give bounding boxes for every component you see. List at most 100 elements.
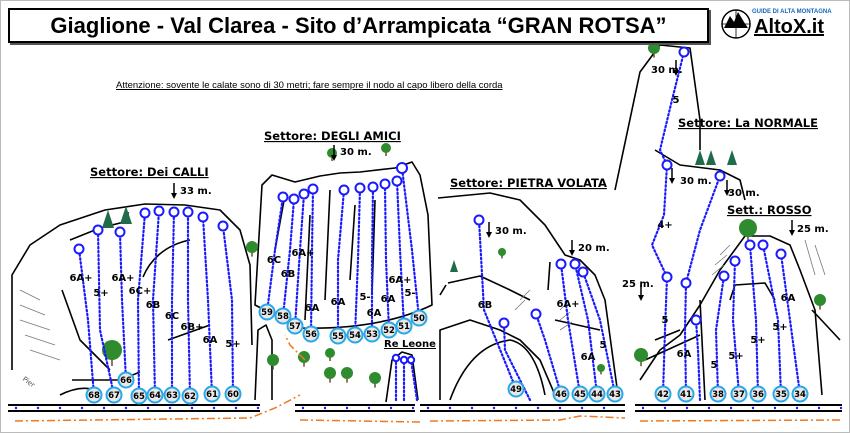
descent-length: 30 m. xyxy=(340,147,372,158)
anchor-icon xyxy=(569,258,581,270)
ground-dot xyxy=(817,406,821,410)
sector-title-la-normale: Settore: La NORMALE xyxy=(678,116,818,130)
ground-dot xyxy=(212,406,216,410)
route-number-badge[interactable]: 37 xyxy=(730,385,748,403)
route-number-badge[interactable]: 49 xyxy=(507,380,525,398)
route-line xyxy=(383,182,391,332)
route-number: 43 xyxy=(609,390,621,400)
route-grade: 5+ xyxy=(93,288,108,299)
route-line xyxy=(534,312,563,396)
route-grade: 5+ xyxy=(225,339,240,350)
route-number-badge[interactable]: 67 xyxy=(105,386,123,404)
route-number-badge[interactable]: 34 xyxy=(791,385,809,403)
route-grade: 5 xyxy=(600,340,607,351)
route-number-badge[interactable]: 50 xyxy=(410,309,428,327)
ground-dot xyxy=(323,406,327,410)
route-number: 63 xyxy=(166,391,178,401)
route-grade: 5+ xyxy=(772,322,787,333)
route-number-badge[interactable]: 45 xyxy=(571,385,589,403)
route-grade: 5+ xyxy=(728,351,743,362)
tree-icon xyxy=(648,42,660,54)
route-number-badge[interactable]: 55 xyxy=(329,327,347,345)
route-number: 42 xyxy=(657,390,669,400)
conifer-tree-icon xyxy=(706,150,716,165)
route-number-badge[interactable]: 61 xyxy=(203,385,221,403)
route-number: 67 xyxy=(108,391,120,401)
route-grade: 6A+ xyxy=(388,275,411,286)
rock-pietra-volata-arch xyxy=(439,261,601,401)
tree-icon xyxy=(369,372,381,384)
ground-dot xyxy=(602,406,606,410)
route-number-badge[interactable]: 66 xyxy=(117,371,135,389)
route-number: 61 xyxy=(206,390,218,400)
route-number-badge[interactable]: 68 xyxy=(85,386,103,404)
ground-dot xyxy=(663,406,667,410)
route-number-badge[interactable]: 64 xyxy=(146,386,164,404)
sector-title-pietra-volata: Settore: PIETRA VOLATA xyxy=(450,176,607,190)
route-number-badge[interactable]: 62 xyxy=(181,387,199,405)
pier-label: Pier xyxy=(21,375,36,389)
route-line xyxy=(748,243,760,396)
route-line xyxy=(559,262,582,396)
route-grade: 6C xyxy=(165,311,179,322)
anchor-icon xyxy=(577,266,589,278)
route-number-badge[interactable]: 53 xyxy=(363,325,381,343)
route-number-badge[interactable]: 59 xyxy=(258,303,276,321)
anchor-icon xyxy=(714,170,726,182)
route-number-badge[interactable]: 58 xyxy=(274,307,292,325)
anchor-icon xyxy=(775,248,787,260)
route-line xyxy=(353,186,362,337)
route-line xyxy=(77,247,96,397)
route-grade: 5 xyxy=(662,315,669,326)
trees xyxy=(102,42,826,388)
re-leone-label: Re Leone xyxy=(384,339,436,350)
conifer-tree-icon xyxy=(102,210,114,228)
ground-dot xyxy=(168,406,172,410)
route-number: 65 xyxy=(133,392,145,402)
route-number-badge[interactable]: 60 xyxy=(224,385,242,403)
route-number-badge[interactable]: 42 xyxy=(654,385,672,403)
route-number-badge[interactable]: 54 xyxy=(346,326,364,344)
anchor-icon xyxy=(217,220,229,232)
ground-dot xyxy=(80,406,84,410)
route-grade: 4+ xyxy=(657,220,672,231)
route-line xyxy=(293,192,306,328)
route-number: 68 xyxy=(88,391,100,401)
anchor-icon xyxy=(661,271,673,283)
rock-rosso-cracks xyxy=(644,282,841,401)
route-number-badge[interactable]: 46 xyxy=(552,385,570,403)
route-number-badge[interactable]: 65 xyxy=(130,387,148,405)
route-number-badge[interactable]: 56 xyxy=(302,325,320,343)
ground-dot xyxy=(839,406,843,410)
route-number-badge[interactable]: 43 xyxy=(606,385,624,403)
route-number-badge[interactable]: 36 xyxy=(749,385,767,403)
route-line xyxy=(395,179,406,328)
route-number-badge[interactable]: 38 xyxy=(709,385,727,403)
route-number-badge[interactable]: 52 xyxy=(380,321,398,339)
route-number: 50 xyxy=(413,314,425,324)
anchor-icon xyxy=(391,175,403,187)
route-line xyxy=(409,358,419,402)
route-grade: 6B xyxy=(478,300,493,311)
route-number-badge[interactable]: 44 xyxy=(588,385,606,403)
route-number-badge[interactable]: 35 xyxy=(772,385,790,403)
route-number-badge[interactable]: 41 xyxy=(677,385,695,403)
anchor-icon xyxy=(757,239,769,251)
tree-icon xyxy=(814,294,826,306)
descent-length: 33 m. xyxy=(180,186,212,197)
tree-icon xyxy=(634,348,648,362)
route-line xyxy=(186,210,192,398)
route-grade: 6A+ xyxy=(556,299,579,310)
route-number-badge[interactable]: 51 xyxy=(395,317,413,335)
route-number: 52 xyxy=(383,326,395,336)
route-grade: 5- xyxy=(404,288,415,299)
route-number-badge[interactable]: 57 xyxy=(286,317,304,335)
ground-dot xyxy=(707,406,711,410)
route-number-badge[interactable]: 63 xyxy=(163,386,181,404)
tree-icon xyxy=(597,364,605,372)
anchor-icon xyxy=(379,178,391,190)
conifer-tree-icon xyxy=(120,206,132,224)
anchor-icon xyxy=(530,308,542,320)
anchor-icon xyxy=(690,314,702,326)
